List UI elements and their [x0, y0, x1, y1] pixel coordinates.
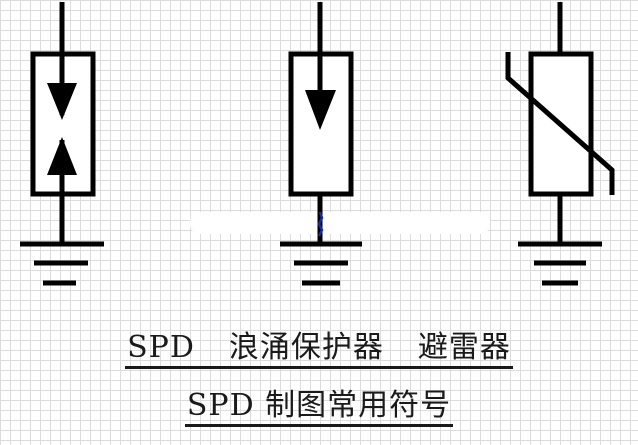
scan-artifact: [190, 212, 490, 234]
caption-line-1-text: SPD 浪涌保护器避雷器: [125, 330, 513, 369]
blue-ink-mark: [317, 211, 324, 237]
spd-unidirectional-symbol: [280, 2, 362, 286]
caption-line-1: SPD 浪涌保护器避雷器: [0, 330, 638, 369]
varistor-symbol: [505, 2, 615, 286]
caption-line-2: SPD 制图常用符号: [0, 388, 638, 427]
caption-surge-protector: 浪涌保护器: [228, 330, 384, 365]
caption-line-2-text: SPD 制图常用符号: [184, 388, 454, 427]
spd-bidirectional-symbol: [20, 2, 104, 286]
spd-symbols-diagram: [20, 2, 615, 286]
caption-spd: SPD: [127, 330, 195, 365]
caption-lightning-arrester: 避雷器: [417, 330, 511, 365]
